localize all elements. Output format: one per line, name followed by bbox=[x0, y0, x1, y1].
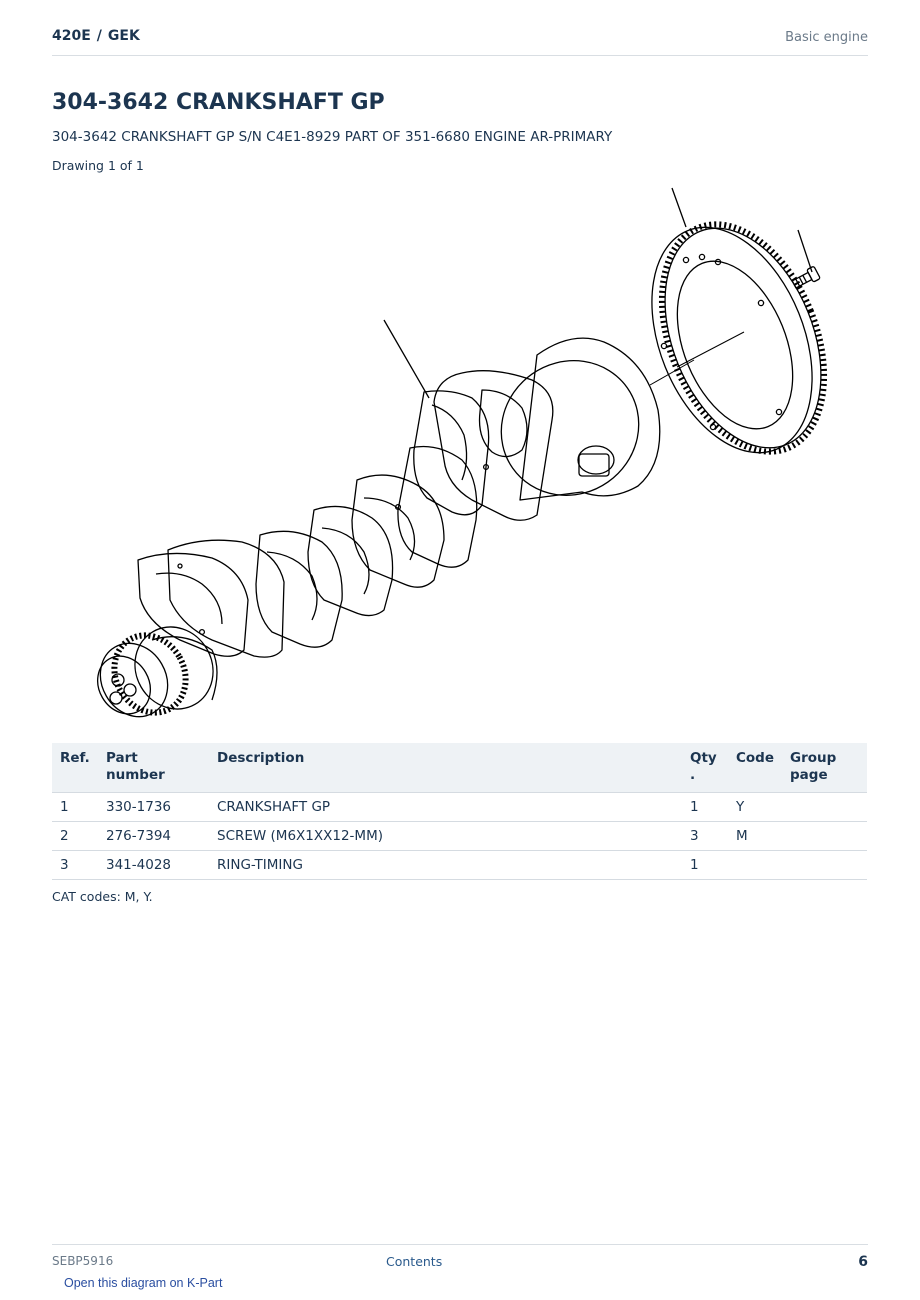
table-row: 2 276-7394 SCREW (M6X1XX12-MM) 3 M bbox=[52, 821, 867, 851]
column-header-qty: Qty . bbox=[682, 743, 728, 793]
page-header: 420E / GEK Basic engine bbox=[52, 28, 868, 56]
drawing-label: Drawing 1 of 1 bbox=[52, 158, 144, 173]
cell-part-number: 276-7394 bbox=[98, 821, 209, 851]
breadcrumb: 420E / GEK bbox=[52, 28, 140, 44]
cell-group-page bbox=[782, 850, 867, 880]
cell-description: SCREW (M6X1XX12-MM) bbox=[209, 821, 682, 851]
cell-group-page bbox=[782, 821, 867, 851]
column-header-code: Code bbox=[728, 743, 783, 793]
parts-table-header-row: Ref. Part number Description Qty . Code … bbox=[52, 743, 867, 793]
cell-ref: 3 bbox=[52, 850, 98, 880]
cell-ref: 2 bbox=[52, 821, 98, 851]
section-name: Basic engine bbox=[785, 30, 868, 45]
page-subtitle: 304-3642 CRANKSHAFT GP S/N C4E1-8929 PAR… bbox=[52, 129, 613, 145]
cell-code bbox=[728, 850, 783, 880]
open-in-kpart-link[interactable]: Open this diagram on K-Part bbox=[64, 1276, 223, 1290]
cell-code: M bbox=[728, 821, 783, 851]
breadcrumb-subsection[interactable]: GEK bbox=[107, 28, 140, 44]
contents-link[interactable]: Contents bbox=[386, 1254, 443, 1269]
cell-qty: 1 bbox=[682, 792, 728, 822]
parts-table-header: Ref. Part number Description Qty . Code … bbox=[52, 743, 867, 793]
cat-codes-note: CAT codes: M, Y. bbox=[52, 889, 153, 904]
page-title: 304-3642 CRANKSHAFT GP bbox=[52, 90, 385, 115]
column-header-part-number: Part number bbox=[98, 743, 209, 793]
parts-table: Ref. Part number Description Qty . Code … bbox=[52, 743, 867, 880]
cell-code: Y bbox=[728, 792, 783, 822]
page-number: 6 bbox=[858, 1254, 868, 1270]
cell-part-number: 330-1736 bbox=[98, 792, 209, 822]
cell-description: CRANKSHAFT GP bbox=[209, 792, 682, 822]
column-header-group-page: Group page bbox=[782, 743, 867, 793]
cell-qty: 3 bbox=[682, 821, 728, 851]
cell-qty: 1 bbox=[682, 850, 728, 880]
document-id: SEBP5916 bbox=[52, 1254, 114, 1268]
breadcrumb-separator: / bbox=[96, 28, 102, 44]
column-header-description: Description bbox=[209, 743, 682, 793]
cell-part-number: 341-4028 bbox=[98, 850, 209, 880]
table-row: 3 341-4028 RING-TIMING 1 bbox=[52, 850, 867, 880]
page-footer: SEBP5916 Contents 6 bbox=[52, 1244, 868, 1270]
table-row: 1 330-1736 CRANKSHAFT GP 1 Y bbox=[52, 792, 867, 822]
column-header-ref: Ref. bbox=[52, 743, 98, 793]
cell-description: RING-TIMING bbox=[209, 850, 682, 880]
crankshaft-exploded-diagram-icon bbox=[97, 187, 828, 718]
cell-ref: 1 bbox=[52, 792, 98, 822]
breadcrumb-model[interactable]: 420E bbox=[52, 28, 91, 44]
cell-group-page bbox=[782, 792, 867, 822]
